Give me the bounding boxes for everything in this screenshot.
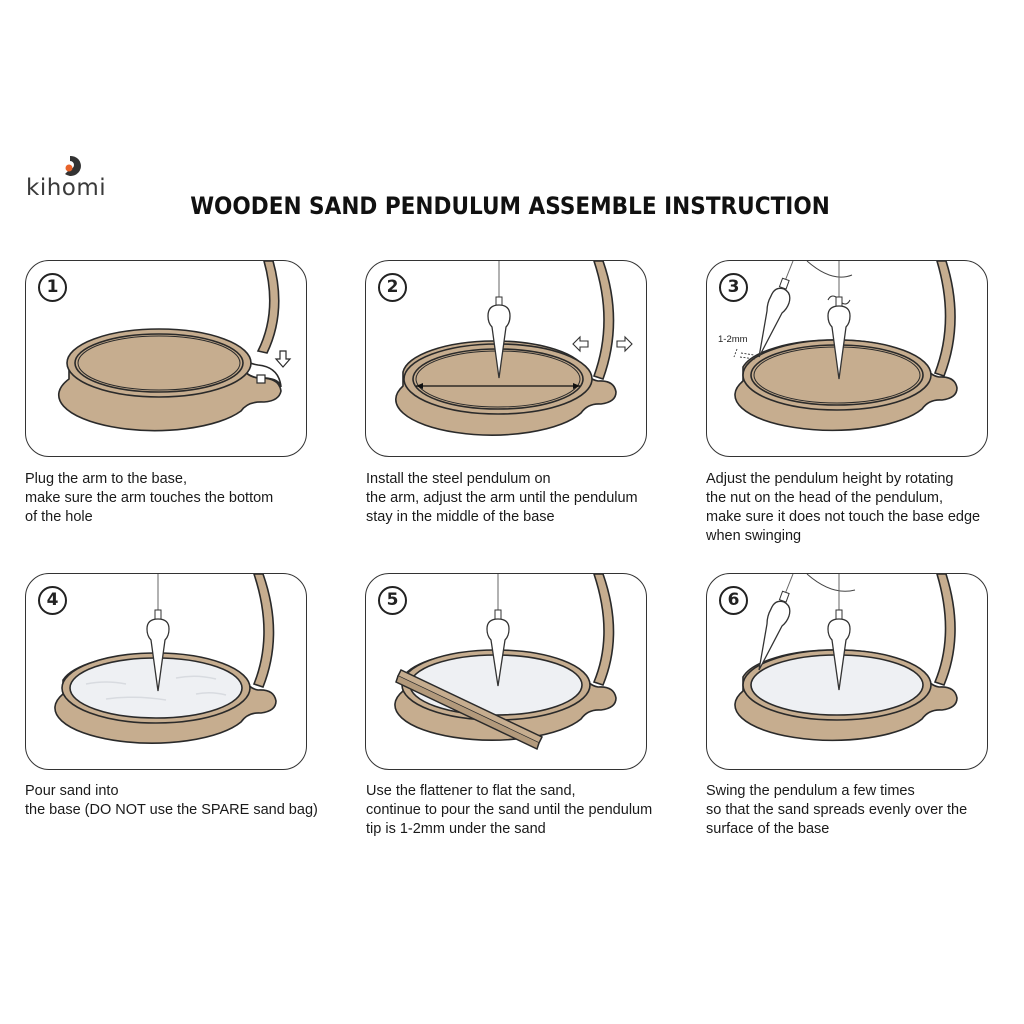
caption-line: Plug the arm to the base,: [25, 471, 188, 487]
step-4-drawing: [54, 574, 277, 744]
brand-name: kihomi: [26, 175, 107, 201]
step-5-badge: 5: [378, 586, 407, 615]
caption-line: surface of the base: [706, 821, 830, 837]
step-3-caption: Adjust the pendulum height by rotating t…: [706, 470, 1006, 546]
step-5-caption: Use the flattener to flat the sand, cont…: [366, 782, 686, 839]
caption-line: Swing the pendulum a few times: [706, 783, 915, 799]
rotate-arrows-icon: [827, 295, 851, 305]
step-1-drawing: [58, 261, 292, 432]
step-6-badge: 6: [719, 586, 748, 615]
step-1-illustration: 1: [25, 260, 307, 457]
step-6-caption: Swing the pendulum a few times so that t…: [706, 782, 1006, 839]
step-2-badge: 2: [378, 273, 407, 302]
gap-note: 1-2mm: [718, 334, 748, 345]
caption-line: Adjust the pendulum height by rotating: [706, 471, 954, 487]
step-5-illustration: 5: [365, 573, 647, 770]
page-title: WOODEN SAND PENDULUM ASSEMBLE INSTRUCTIO…: [190, 192, 830, 220]
caption-line: Pour sand into: [25, 783, 119, 799]
caption-line: make sure it does not touch the base edg…: [706, 509, 981, 525]
step-5-drawing: [394, 574, 617, 751]
brand-logo: kihomi: [26, 155, 130, 207]
caption-line: continue to pour the sand until the pend…: [366, 802, 653, 818]
caption-line: so that the sand spreads evenly over the: [706, 802, 968, 818]
caption-line: the nut on the head of the pendulum,: [706, 490, 944, 506]
step-4-caption: Pour sand into the base (DO NOT use the …: [25, 782, 345, 820]
down-arrow-icon: [274, 350, 292, 368]
caption-line: the base (DO NOT use the SPARE sand bag): [25, 802, 318, 818]
right-arrow-icon: [616, 335, 633, 353]
step-4-badge: 4: [38, 586, 67, 615]
step-2-illustration: 2: [365, 260, 647, 457]
step-3-badge: 3: [719, 273, 748, 302]
step-3-illustration: 1-2mm 3: [706, 260, 988, 457]
caption-line: make sure the arm touches the bottom: [25, 490, 274, 506]
step-1-badge: 1: [38, 273, 67, 302]
step-3-drawing: 1-2mm: [718, 261, 958, 432]
step-6-illustration: 6: [706, 573, 988, 770]
caption-line: Install the steel pendulum on: [366, 471, 551, 487]
caption-line: of the hole: [25, 509, 93, 525]
step-2-caption: Install the steel pendulum on the arm, a…: [366, 470, 686, 527]
logo-mark-icon: [65, 155, 81, 176]
left-arrow-icon: [572, 335, 589, 353]
step-6-drawing: [734, 574, 958, 742]
step-2-drawing: [395, 261, 633, 436]
caption-line: stay in the middle of the base: [366, 509, 555, 525]
caption-line: when swinging: [706, 528, 802, 544]
caption-line: tip is 1-2mm under the sand: [366, 821, 546, 837]
caption-line: Use the flattener to flat the sand,: [366, 783, 576, 799]
step-1-caption: Plug the arm to the base, make sure the …: [25, 470, 345, 527]
caption-line: the arm, adjust the arm until the pendul…: [366, 490, 638, 506]
step-4-illustration: 4: [25, 573, 307, 770]
